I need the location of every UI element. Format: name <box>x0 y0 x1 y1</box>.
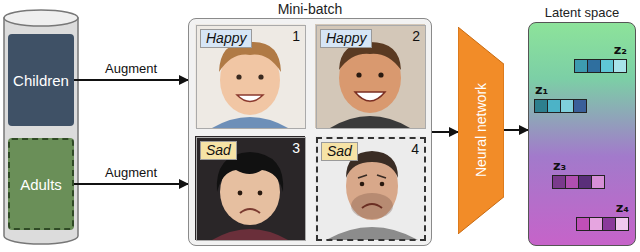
edge-label: Augment <box>103 165 159 180</box>
adult-sad-photo <box>360 182 365 187</box>
vector-label: z₄ <box>577 199 629 217</box>
mini-batch-ground <box>188 18 432 246</box>
callout-number: 4 <box>411 141 419 158</box>
child-happy-photo <box>258 74 263 79</box>
child-sad-photo <box>258 191 263 196</box>
band-label: Adults <box>20 176 62 193</box>
vector-cell <box>591 175 605 189</box>
child-sad-photo <box>195 136 305 240</box>
embedding-vector: z₄ <box>577 199 629 231</box>
class-tag: Happy <box>320 29 372 48</box>
vector-label: z₃ <box>553 157 605 175</box>
vector-cell <box>613 59 627 73</box>
photo-tile: Happy 2 <box>316 25 426 129</box>
class-tag: Sad <box>321 142 358 161</box>
class-tag: Happy <box>200 29 252 48</box>
child-happy-photo <box>330 116 410 128</box>
vector-cell <box>578 175 592 189</box>
photo-tile: Sad 3 <box>196 137 306 241</box>
adult-sad-photo <box>380 182 385 187</box>
group-title: Mini-batch <box>189 1 431 17</box>
child-happy-photo <box>236 74 241 79</box>
child-happy-photo <box>315 24 425 128</box>
vector-cell <box>600 59 614 73</box>
trapezoid-outline <box>458 27 504 234</box>
child-happy-photo <box>195 24 305 128</box>
child-sad-photo <box>195 136 305 240</box>
vector-cell <box>587 59 601 73</box>
child-happy-photo <box>212 117 288 128</box>
edge-label: Augment <box>103 61 159 76</box>
embedding-vector: z₂ <box>575 41 627 73</box>
vector-cells <box>535 99 587 113</box>
embedding-vector: z₁ <box>535 81 587 113</box>
vector-cell <box>574 59 588 73</box>
child-happy-photo <box>195 24 305 128</box>
child-happy-photo <box>315 24 425 128</box>
child-happy-photo <box>378 72 383 77</box>
vector-label: z₁ <box>535 81 587 99</box>
flow-arrow <box>504 129 528 131</box>
latent-space-box: Latent spacez₂z₁z₃z₄ <box>528 22 636 246</box>
vector-cell <box>565 175 579 189</box>
network-label: Neural network <box>473 83 489 177</box>
space-title: Latent space <box>519 5 640 20</box>
vector-cell <box>547 99 561 113</box>
vector-cells <box>577 217 629 231</box>
vector-cell <box>602 217 616 231</box>
database-cylinder <box>4 18 78 244</box>
child-happy-photo <box>356 72 361 77</box>
database-cylinder <box>4 10 78 244</box>
flow-arrow <box>74 79 188 81</box>
child-sad-photo <box>240 209 260 213</box>
children-band: Children <box>8 34 74 126</box>
mini-batch-box: Mini-batchHappy1Happy2Sad3Sad4 <box>188 18 432 246</box>
child-happy-photo <box>339 43 401 113</box>
vector-cell <box>560 99 574 113</box>
vector-cells <box>553 175 605 189</box>
adult-sad-photo <box>358 175 386 178</box>
adult-sad-photo <box>315 136 425 240</box>
photo-tile: Sad 4 <box>316 137 426 241</box>
vector-label: z₂ <box>575 41 627 59</box>
child-sad-photo <box>238 191 243 196</box>
vector-cell <box>573 99 587 113</box>
flow-arrow <box>74 183 188 185</box>
vector-cell <box>576 217 590 231</box>
adult-sad-photo <box>326 227 418 240</box>
child-happy-photo <box>237 95 263 102</box>
callout-number: 3 <box>292 140 300 157</box>
adult-sad-photo <box>362 204 382 208</box>
vector-cell <box>589 217 603 231</box>
vector-cell <box>534 99 548 113</box>
adult-sad-photo <box>351 193 393 219</box>
embedding-vector: z₃ <box>553 157 605 189</box>
child-happy-photo <box>355 92 385 101</box>
adult-sad-photo <box>346 152 398 220</box>
photo-tile: Happy 1 <box>196 25 306 129</box>
band-label: Children <box>13 72 69 89</box>
child-sad-photo <box>212 229 288 240</box>
vector-cell <box>552 175 566 189</box>
adults-band: Adults <box>8 138 74 230</box>
callout-number: 2 <box>412 28 420 45</box>
network-trapezoid: Neural network <box>458 27 504 234</box>
database-cylinder <box>4 10 78 26</box>
vector-cell <box>615 217 629 231</box>
class-tag: Sad <box>200 141 237 160</box>
adult-sad-photo <box>315 136 425 240</box>
vector-cells <box>575 59 627 73</box>
flow-arrow <box>432 131 458 133</box>
callout-number: 1 <box>292 28 300 45</box>
